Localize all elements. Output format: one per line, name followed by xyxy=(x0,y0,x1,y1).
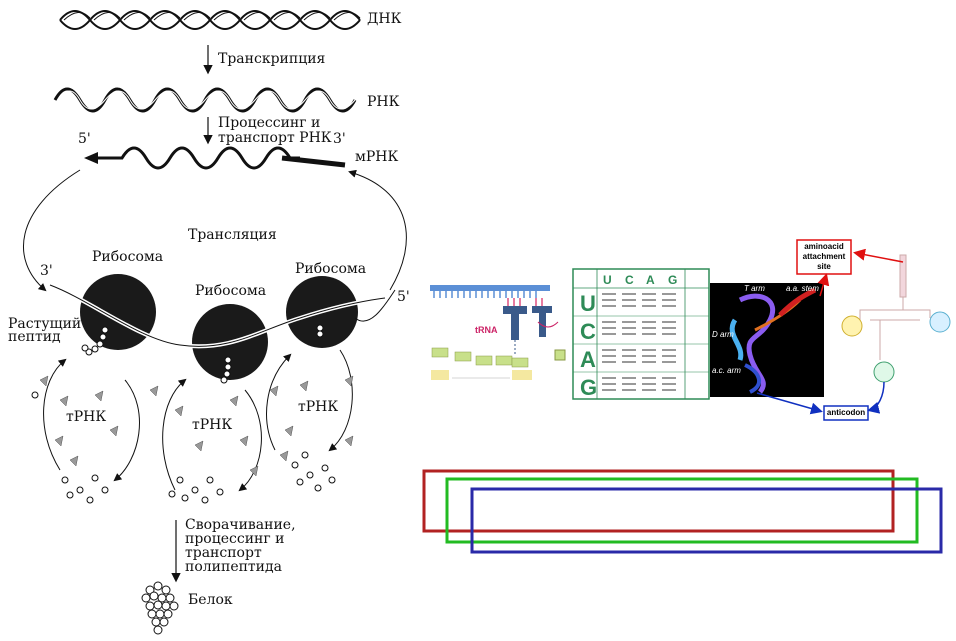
ribosome-3-label: Рибосома xyxy=(295,261,367,277)
annot-arrow-red-1 xyxy=(853,248,904,263)
trna-2-label: тРНК xyxy=(192,417,233,433)
three-prime-left-label: 3' xyxy=(40,263,53,279)
trna-cloverleaf-panel xyxy=(841,254,951,383)
growing-peptide-label: Растущий пептид xyxy=(8,316,82,345)
three-prime-top-label: 3' xyxy=(333,131,346,147)
right-arc-arrow xyxy=(348,169,407,291)
mrna-label: мРНК xyxy=(355,149,399,165)
codon-first-g: G xyxy=(580,375,598,400)
aa-stem-label: a.a. stem xyxy=(786,284,819,293)
ac-arm-label: a.c. arm xyxy=(712,366,741,375)
five-prime-right-label: 5' xyxy=(397,289,410,305)
codon-first-u: U xyxy=(580,291,596,316)
mrna-strand xyxy=(92,146,346,170)
ribosome-1 xyxy=(80,274,156,350)
trna-label: tRNA xyxy=(475,325,498,335)
annot-arrow-blue-2 xyxy=(867,381,885,414)
codon-first-c: C xyxy=(580,319,596,344)
ribosome-1-label: Рибосома xyxy=(92,249,164,265)
mrna-5prime-arrowhead xyxy=(84,152,98,164)
protein-blob xyxy=(141,581,179,635)
trna-3-label: тРНК xyxy=(298,399,339,415)
five-prime-top-label: 5' xyxy=(78,131,91,147)
trna-1-label: тРНК xyxy=(66,409,107,425)
translation-label: Трансляция xyxy=(188,227,277,243)
codon-header-g: G xyxy=(668,273,678,287)
protein-label: Белок xyxy=(188,592,233,608)
dna-label: ДНК xyxy=(367,11,402,27)
codon-header-u: U xyxy=(603,273,612,287)
d-arm-label: D arm xyxy=(712,330,734,339)
green-rectangle xyxy=(445,477,919,544)
free-amino-acids xyxy=(31,391,336,504)
aminoacid-attachment-site-label: aminoacid attachment site xyxy=(798,242,850,272)
codon-header-c: C xyxy=(625,273,634,287)
processing-label: Процессинг и транспорт РНК xyxy=(218,115,332,146)
growing-peptide-beads xyxy=(81,324,324,384)
dna-helix xyxy=(59,10,361,30)
trna-cycle-arrows xyxy=(43,349,353,492)
annot-arrow-red-2 xyxy=(817,273,830,297)
blue-rectangle xyxy=(470,487,943,554)
codon-first-a: A xyxy=(580,347,596,372)
t-arm-label: T arm xyxy=(744,284,765,293)
annot-arrow-blue-1 xyxy=(756,392,823,415)
ribosome-2-label: Рибосома xyxy=(195,283,267,299)
trna-3d-structure-panel xyxy=(710,283,824,397)
rna-label: РНК xyxy=(367,94,400,110)
codon-header-a: A xyxy=(646,273,655,287)
red-rectangle xyxy=(422,469,895,533)
rna-strand xyxy=(53,87,357,113)
anticodon-label: anticodon xyxy=(825,408,867,418)
codon-table-panel xyxy=(572,268,710,400)
trna-schematic-panel xyxy=(426,279,566,387)
scattered-trnas xyxy=(39,375,354,477)
left-arc-arrow xyxy=(23,169,81,292)
folding-label: Сворачивание, процессинг и транспорт пол… xyxy=(185,517,296,575)
transcription-label: Транскрипция xyxy=(218,51,326,67)
